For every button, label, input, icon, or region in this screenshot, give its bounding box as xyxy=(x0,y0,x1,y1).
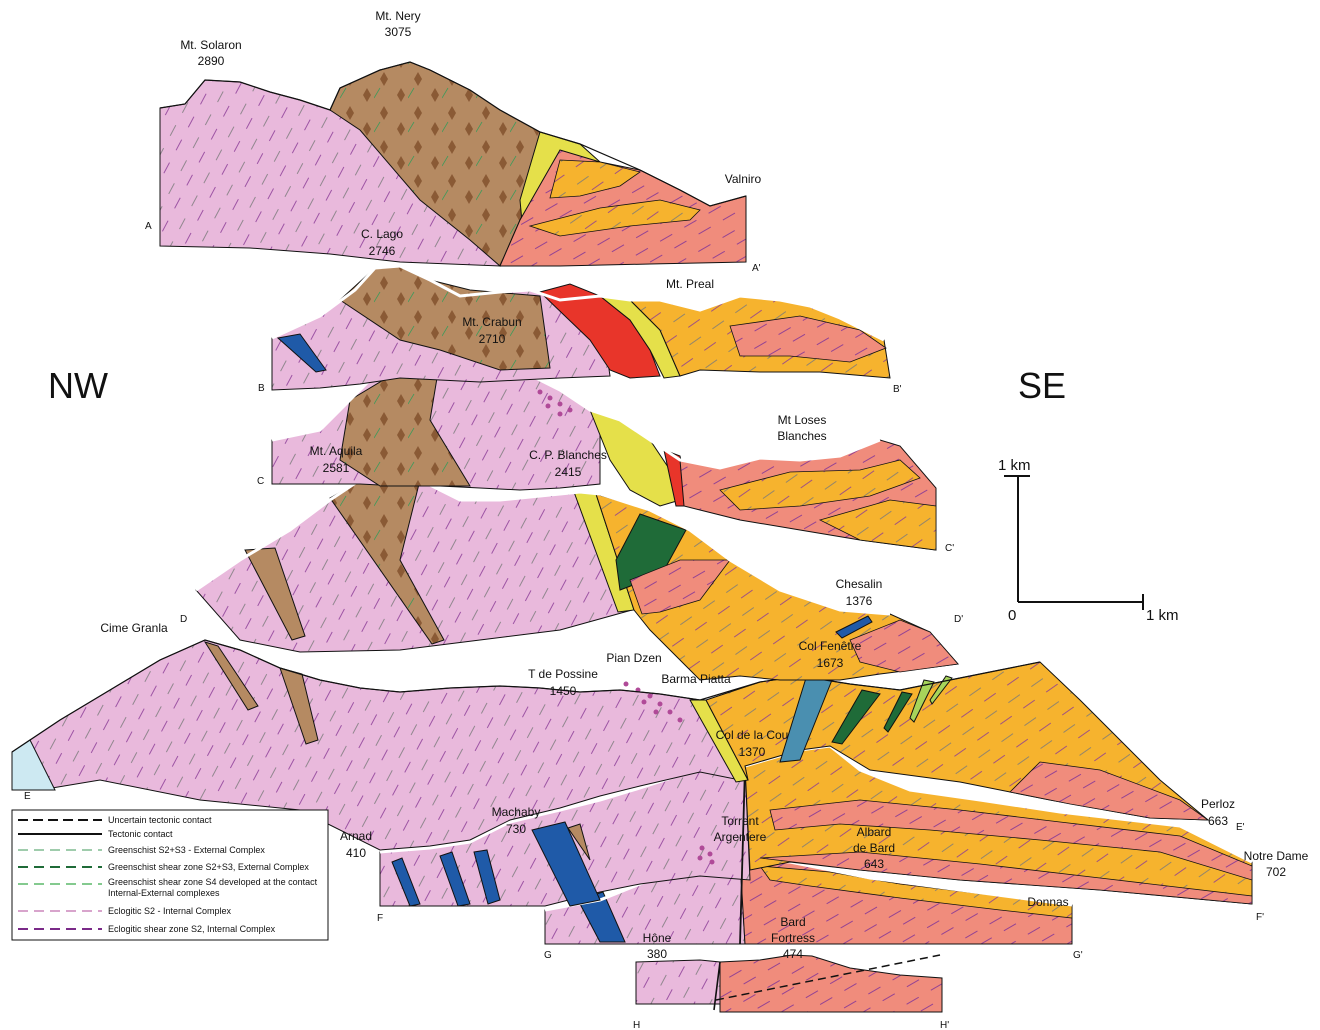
endpoint-c: C xyxy=(257,476,264,487)
endpoint-b-prime: B' xyxy=(893,384,902,395)
scale-vertical-label: 1 km xyxy=(998,457,1031,474)
peak-elev-machaby: 730 xyxy=(506,822,526,836)
peak-label-t-de-possine: T de Possine xyxy=(528,667,598,681)
peak-label-mt-crabun: Mt. Crabun xyxy=(462,315,521,329)
legend: Uncertain tectonic contact Tectonic cont… xyxy=(12,810,328,940)
peak-label-chesalin: Chesalin xyxy=(836,577,883,591)
endpoint-d: D xyxy=(180,614,187,625)
peak-elev-col-fenetre: 1673 xyxy=(817,656,844,670)
peak-elev-albard: 643 xyxy=(864,857,884,871)
peak-elev-hone: 380 xyxy=(647,947,667,961)
peak-label-argentere: Argentere xyxy=(714,830,767,844)
svg-text:Internal-External complexes: Internal-External complexes xyxy=(108,888,220,898)
orientation-nw: NW xyxy=(48,365,108,406)
peak-label-de-bard: de Bard xyxy=(853,841,895,855)
endpoint-g-prime: G' xyxy=(1073,950,1083,961)
peak-elev-mt-nery: 3075 xyxy=(385,25,412,39)
peak-elev-bard-fortress: 474 xyxy=(783,947,803,961)
endpoint-c-prime: C' xyxy=(945,543,954,554)
peak-elev-mt-aquila: 2581 xyxy=(323,461,350,475)
peak-label-hone: Hône xyxy=(643,931,672,945)
endpoint-h-prime: H' xyxy=(940,1020,949,1030)
orientation-se: SE xyxy=(1018,365,1066,406)
section-b xyxy=(272,266,890,390)
endpoint-f-prime: F' xyxy=(1256,912,1264,923)
peak-label-col-de-la-cou: Col de la Cou xyxy=(716,728,789,742)
peak-label-mt-nery: Mt. Nery xyxy=(375,9,420,23)
peak-label-cime-granla: Cime Granla xyxy=(100,621,168,635)
peak-elev-arnad: 410 xyxy=(346,846,366,860)
peak-elev-t-de-possine: 1450 xyxy=(550,684,577,698)
endpoint-f: F xyxy=(377,913,383,924)
endpoint-e: E xyxy=(24,791,31,802)
peak-elev-c-p-blanches: 2415 xyxy=(555,465,582,479)
peak-label-barma-piatta: Barma Piatta xyxy=(661,672,731,686)
peak-label-mt-preal: Mt. Preal xyxy=(666,277,714,291)
peak-elev-c-lago: 2746 xyxy=(369,244,396,258)
svg-text:Uncertain tectonic contact: Uncertain tectonic contact xyxy=(108,815,212,825)
peak-label-c-p-blanches: C. P. Blanches xyxy=(529,448,607,462)
svg-text:Greenschist S2+S3 - External C: Greenschist S2+S3 - External Complex xyxy=(108,845,265,855)
peak-label-bard: Bard xyxy=(780,915,805,929)
svg-text:Greenschist shear zone S4 deve: Greenschist shear zone S4 developed at t… xyxy=(108,877,318,887)
peak-elev-notre-dame: 702 xyxy=(1266,865,1286,879)
svg-text:Eclogitic shear zone S2, Inter: Eclogitic shear zone S2, Internal Comple… xyxy=(108,924,276,934)
peak-label-col-fenetre: Col Fenêtre xyxy=(799,639,862,653)
peak-elev-chesalin: 1376 xyxy=(846,594,873,608)
peak-elev-perloz: 663 xyxy=(1208,814,1228,828)
peak-elev-mt-solaron: 2890 xyxy=(198,54,225,68)
section-b-salmon-band xyxy=(730,316,886,362)
peak-label-notre-dame: Notre Dame xyxy=(1244,849,1309,863)
peak-label-machaby: Machaby xyxy=(492,805,541,819)
peak-label-donnas: Donnas xyxy=(1027,895,1068,909)
peak-label-valniro: Valniro xyxy=(725,172,762,186)
peak-label-torrent: Torrent xyxy=(721,814,759,828)
endpoint-d-prime: D' xyxy=(954,614,963,625)
endpoint-e-prime: E' xyxy=(1236,822,1245,833)
peak-label-mt-loses: Mt Loses xyxy=(778,413,827,427)
svg-text:Tectonic contact: Tectonic contact xyxy=(108,829,173,839)
svg-text:Eclogitic S2 - Internal Comple: Eclogitic S2 - Internal Complex xyxy=(108,906,232,916)
peak-label-blanches: Blanches xyxy=(777,429,826,443)
endpoint-g: G xyxy=(544,950,552,961)
section-h-internal-body xyxy=(636,960,722,1004)
peak-label-fortress: Fortress xyxy=(771,931,815,945)
endpoint-b: B xyxy=(258,383,265,394)
scale-bar: 1 km 0 1 km xyxy=(998,457,1179,624)
endpoint-h: H xyxy=(633,1020,640,1030)
section-a xyxy=(160,62,746,266)
peak-label-mt-solaron: Mt. Solaron xyxy=(180,38,241,52)
peak-label-arnad: Arnad xyxy=(340,829,372,843)
peak-label-albard: Albard xyxy=(857,825,892,839)
scale-origin-label: 0 xyxy=(1008,607,1016,624)
endpoint-a: A xyxy=(145,221,152,232)
svg-text:Greenschist shear zone S2+S3,: Greenschist shear zone S2+S3, External C… xyxy=(108,862,309,872)
peak-elev-mt-crabun: 2710 xyxy=(479,332,506,346)
section-h xyxy=(636,955,942,1012)
peak-label-perloz: Perloz xyxy=(1201,797,1235,811)
peak-elev-col-de-la-cou: 1370 xyxy=(739,745,766,759)
section-h-salmon-body xyxy=(720,955,942,1012)
peak-label-pian-dzen: Pian Dzen xyxy=(606,651,661,665)
peak-label-mt-aquila: Mt. Aquila xyxy=(310,444,363,458)
peak-label-c-lago: C. Lago xyxy=(361,227,403,241)
endpoint-a-prime: A' xyxy=(752,263,761,274)
scale-horizontal-label: 1 km xyxy=(1146,607,1179,624)
